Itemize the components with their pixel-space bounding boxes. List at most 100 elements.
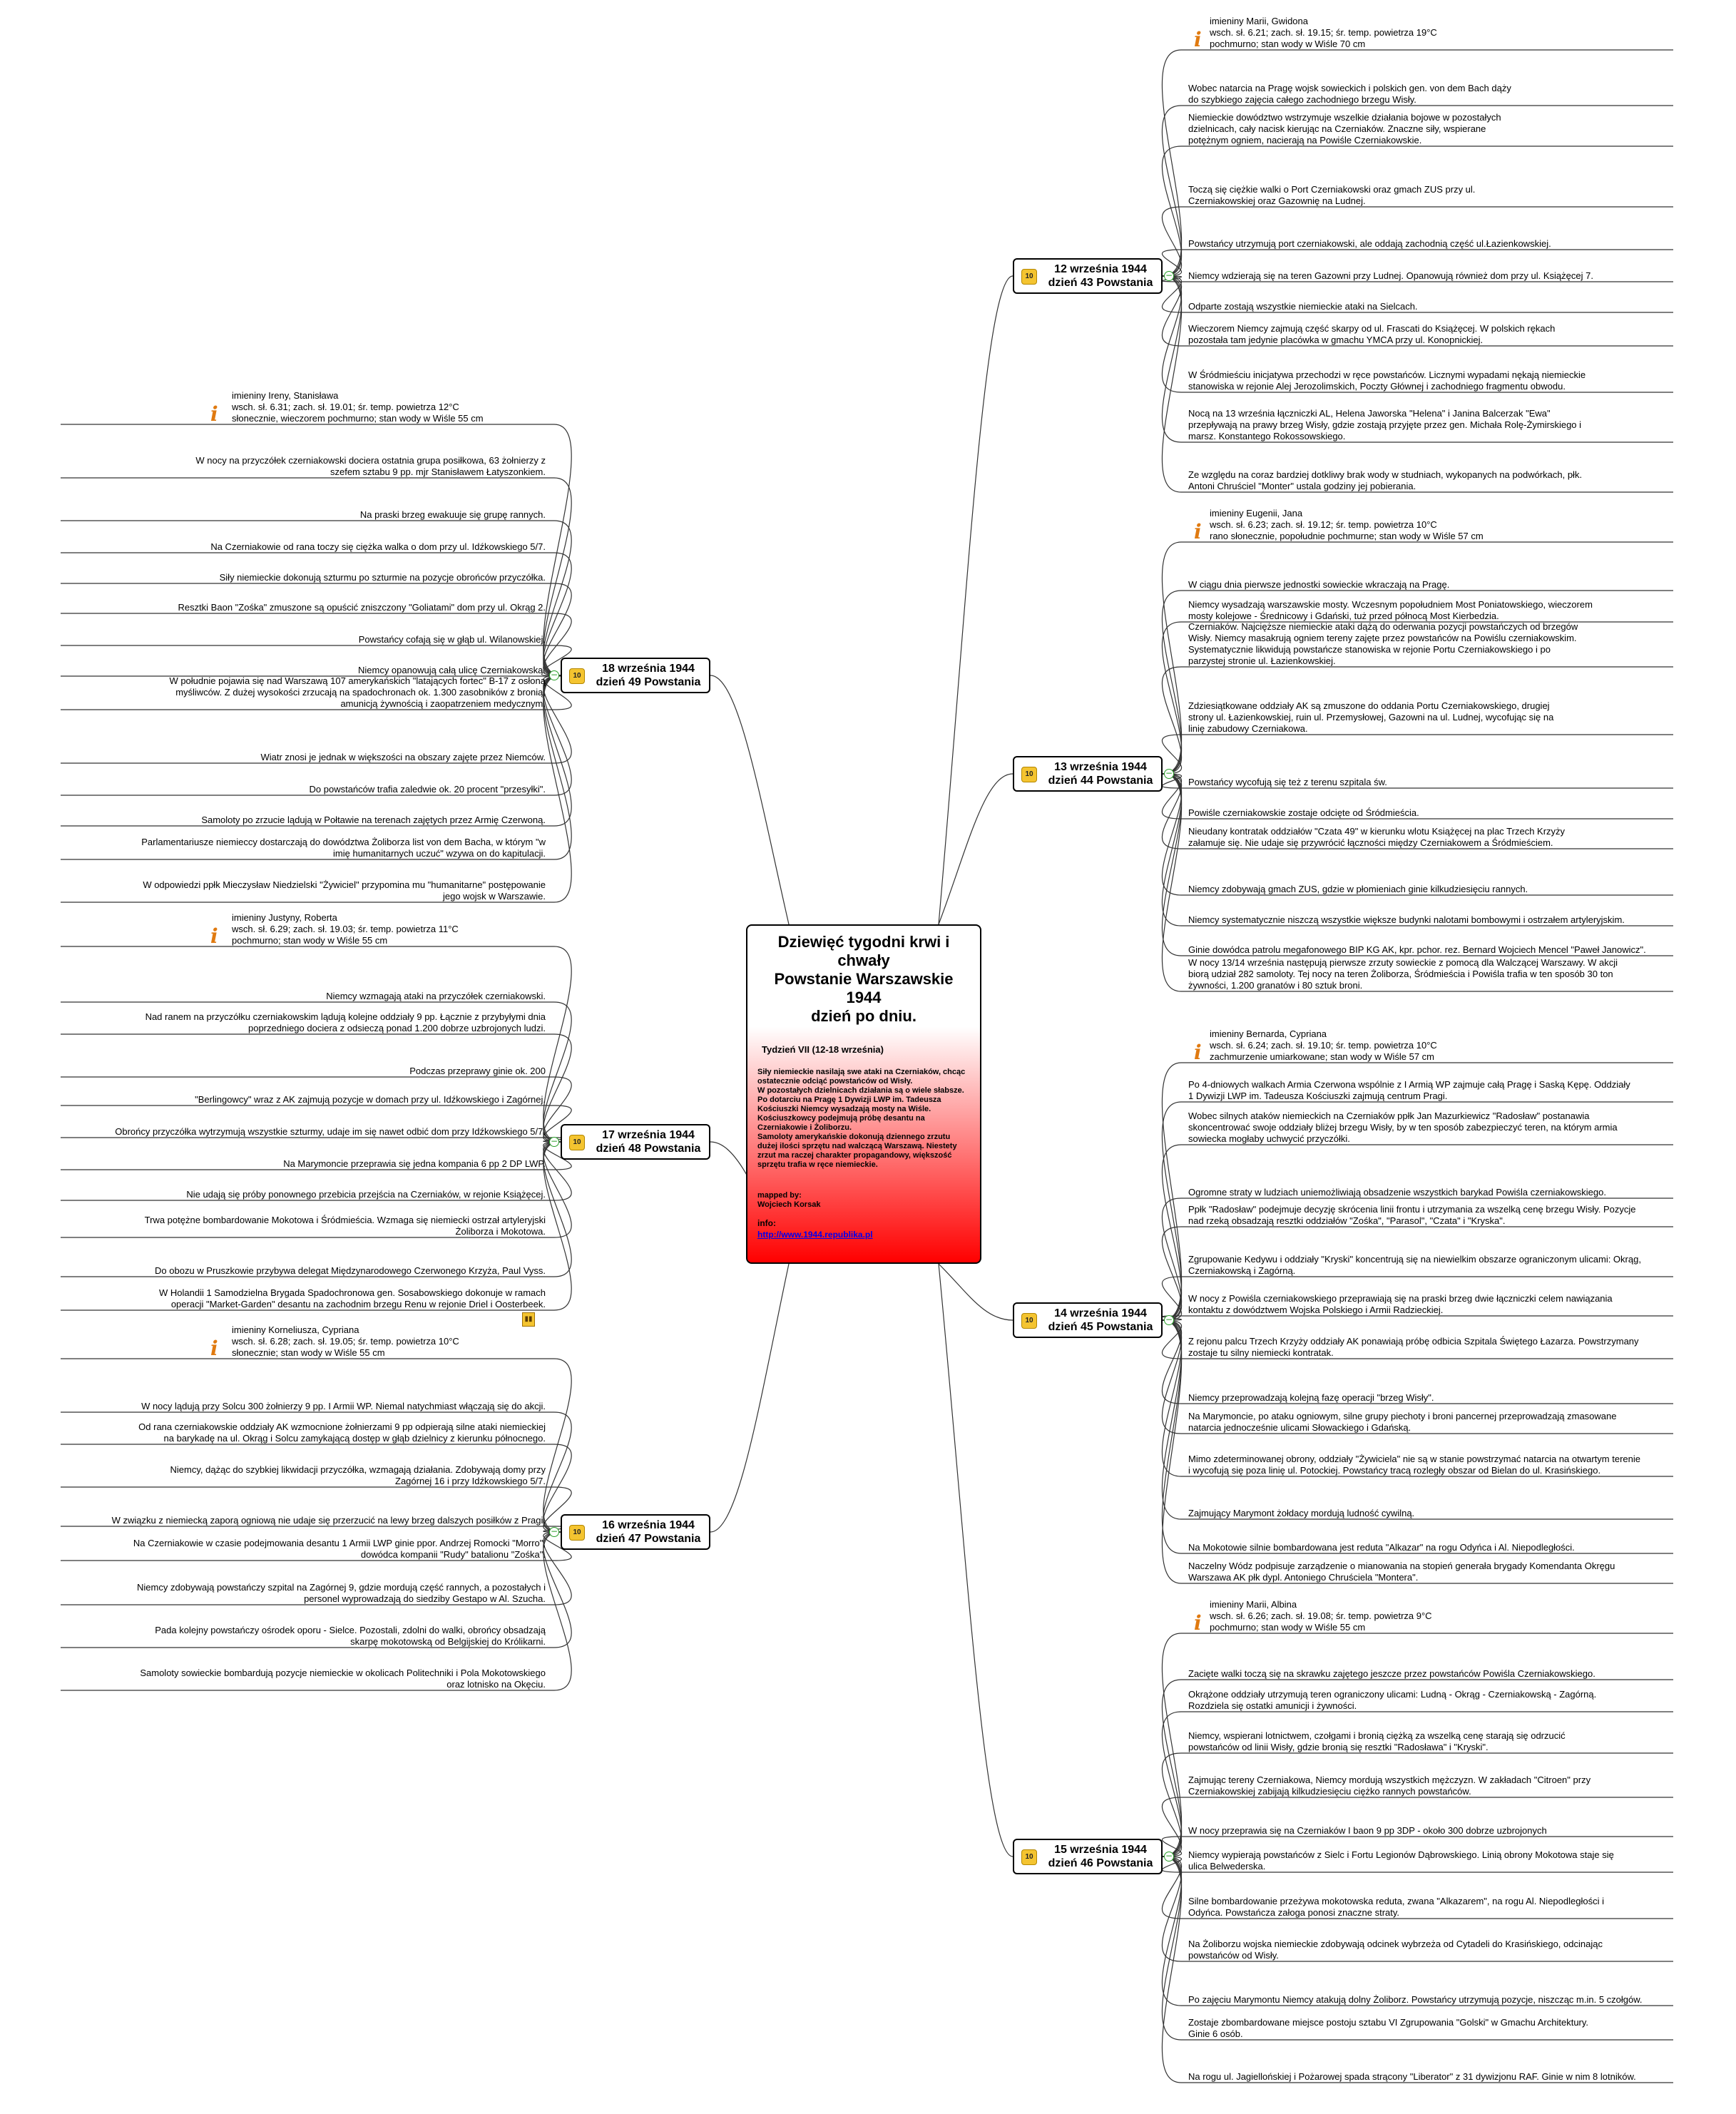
event-node[interactable]: W południe pojawia się nad Warszawą 107 …: [169, 675, 546, 709]
event-node[interactable]: Od rana czerniakowskie oddziały AK wzmoc…: [138, 1421, 546, 1444]
event-node[interactable]: Trwa potężne bombardowanie Mokotowa i Śr…: [144, 1215, 546, 1237]
event-node[interactable]: Czerniaków. Najcięższe niemieckie ataki …: [1188, 621, 1578, 666]
event-node[interactable]: Silne bombardowanie przeżywa mokotowska …: [1188, 1896, 1604, 1918]
event-node[interactable]: Niemcy zdobywają gmach ZUS, gdzie w płom…: [1188, 884, 1528, 894]
event-node[interactable]: W nocy lądują przy Solcu 300 żołnierzy 9…: [141, 1401, 546, 1411]
event-node[interactable]: Powstańcy wycofują się też z terenu szpi…: [1188, 777, 1387, 787]
collapse-icon[interactable]: −: [1164, 1314, 1174, 1325]
event-node[interactable]: Do obozu w Pruszkowie przybywa delegat M…: [155, 1265, 546, 1276]
info-link[interactable]: http://www.1944.republika.pl: [757, 1230, 873, 1240]
event-node[interactable]: Z rejonu palcu Trzech Krzyży oddziały AK…: [1188, 1336, 1639, 1358]
event-node[interactable]: Nieudany kontratak oddziałów "Czata 49" …: [1188, 826, 1566, 848]
event-node[interactable]: Na Mokotowie silnie bombardowana jest re…: [1188, 1542, 1575, 1553]
event-node[interactable]: Niemcy wypierają powstańców z Sielc i Fo…: [1188, 1849, 1614, 1872]
day-info-node[interactable]: imieniny Justyny, Roberta wsch. sł. 6.29…: [232, 912, 459, 946]
event-node[interactable]: Resztki Baon "Zośka" zmuszone są opuścić…: [178, 602, 546, 613]
event-node[interactable]: Samoloty po zrzucie lądują w Połtawie na…: [201, 815, 546, 825]
event-node[interactable]: W odpowiedzi ppłk Mieczysław Niedzielski…: [143, 879, 546, 902]
central-topic[interactable]: Dziewięć tygodni krwi i chwały Powstanie…: [746, 924, 981, 1264]
event-node[interactable]: Niemcy opanowują całą ulicę Czerniakowsk…: [357, 665, 546, 675]
event-node[interactable]: Pada kolejny powstańczy ośrodek oporu - …: [155, 1625, 546, 1647]
collapse-icon[interactable]: −: [549, 1136, 559, 1147]
event-node[interactable]: Zgrupowanie Kedywu i oddziały "Kryski" k…: [1188, 1254, 1641, 1276]
event-node[interactable]: Na rogu ul. Jagiellońskiej i Pożarowej s…: [1188, 2071, 1636, 2082]
event-node[interactable]: Zacięte walki toczą się na skrawku zajęt…: [1188, 1668, 1595, 1679]
event-node[interactable]: Niemcy, dążąc do szybkiej likwidacji prz…: [170, 1464, 546, 1486]
event-node[interactable]: W nocy 13/14 września następują pierwsze…: [1188, 957, 1618, 991]
collapse-icon[interactable]: −: [1164, 768, 1174, 779]
event-node[interactable]: Do powstańców trafia zaledwie ok. 20 pro…: [309, 784, 546, 795]
event-node[interactable]: Zajmujący Marymont żołdacy mordują ludno…: [1188, 1508, 1415, 1518]
event-node[interactable]: W nocy przeprawia się na Czerniaków I ba…: [1188, 1825, 1547, 1836]
event-node[interactable]: Na Marymoncie, po ataku ogniowym, silne …: [1188, 1411, 1617, 1433]
event-node[interactable]: Zostaje zbombardowane miejsce postoju sz…: [1188, 2017, 1589, 2039]
event-node[interactable]: Siły niemieckie dokonują szturmu po sztu…: [219, 572, 546, 583]
event-node[interactable]: Samoloty sowieckie bombardują pozycje ni…: [140, 1668, 546, 1690]
day-info-node[interactable]: imieniny Bernarda, Cypriana wsch. sł. 6.…: [1210, 1028, 1437, 1062]
collapse-icon[interactable]: −: [1164, 1851, 1174, 1862]
event-node[interactable]: Na Czerniakowie od rana toczy się ciężka…: [210, 541, 546, 552]
event-node[interactable]: Wobec silnych ataków niemieckich na Czer…: [1188, 1110, 1618, 1144]
event-node[interactable]: Niemieckie dowództwo wstrzymuje wszelkie…: [1188, 112, 1501, 145]
event-node[interactable]: Niemcy wysadzają warszawskie mosty. Wcze…: [1188, 599, 1593, 621]
event-node[interactable]: Niemcy przeprowadzają kolejną fazę opera…: [1188, 1392, 1434, 1403]
event-node[interactable]: Okrążone oddziały utrzymują teren ograni…: [1188, 1689, 1597, 1711]
event-node[interactable]: Mimo zdeterminowanej obrony, oddziały "Ż…: [1188, 1454, 1640, 1476]
day-info-node[interactable]: imieniny Marii, Albina wsch. sł. 6.26; z…: [1210, 1599, 1432, 1633]
day-info-node[interactable]: imieniny Marii, Gwidona wsch. sł. 6.21; …: [1210, 16, 1437, 49]
event-node[interactable]: Ppłk "Radosław" podejmuje decyzję skróce…: [1188, 1204, 1636, 1226]
event-node[interactable]: Odparte zostają wszystkie niemieckie ata…: [1188, 301, 1418, 312]
event-node[interactable]: Wieczorem Niemcy zajmują część skarpy od…: [1188, 323, 1556, 345]
event-node[interactable]: Toczą się ciężkie walki o Port Czerniako…: [1188, 184, 1476, 206]
event-node[interactable]: "Berlingowcy" wraz z AK zajmują pozycje …: [195, 1094, 546, 1105]
collapse-icon[interactable]: −: [549, 670, 559, 680]
event-node[interactable]: Nie udają się próby ponownego przebicia …: [186, 1189, 546, 1200]
event-node[interactable]: Niemcy zdobywają powstańczy szpital na Z…: [137, 1582, 546, 1604]
attachment-icon[interactable]: ▮▮: [522, 1312, 535, 1327]
event-node[interactable]: Na Żoliborzu wojska niemieckie zdobywają…: [1188, 1939, 1603, 1961]
event-node[interactable]: Powiśle czerniakowskie zostaje odcięte o…: [1188, 807, 1419, 818]
event-node[interactable]: Wobec natarcia na Pragę wojsk sowieckich…: [1188, 83, 1511, 105]
event-node[interactable]: Powstańcy cofają się w głąb ul. Wilanows…: [358, 634, 546, 645]
event-node[interactable]: Naczelny Wódz podpisuje zarządzenie o mi…: [1188, 1561, 1615, 1583]
event-node[interactable]: Ginie dowódca patrolu megafonowego BIP K…: [1188, 944, 1646, 955]
day-info-node[interactable]: imieniny Korneliusza, Cypriana wsch. sł.…: [232, 1324, 459, 1358]
event-node[interactable]: Ogromne straty w ludziach uniemożliwiają…: [1188, 1187, 1606, 1198]
event-node[interactable]: Ze względu na coraz bardziej dotkliwy br…: [1188, 469, 1583, 491]
day-info-node[interactable]: imieniny Eugenii, Jana wsch. sł. 6.23; z…: [1210, 508, 1484, 541]
event-node[interactable]: Parlamentariusze niemieccy dostarczają d…: [141, 837, 546, 859]
event-node[interactable]: Obrońcy przyczółka wytrzymują wszystkie …: [115, 1126, 546, 1137]
event-node[interactable]: Zdziesiątkowane oddziały AK są zmuszone …: [1188, 700, 1554, 734]
event-node[interactable]: Podczas przeprawy ginie ok. 200: [409, 1066, 546, 1076]
event-node[interactable]: W związku z niemiecką zaporą ogniową nie…: [111, 1515, 546, 1526]
event-node[interactable]: W Śródmieściu inicjatywa przechodzi w rę…: [1188, 369, 1586, 392]
event-node[interactable]: Powstańcy utrzymują port czerniakowski, …: [1188, 238, 1551, 249]
event-node[interactable]: Nad ranem na przyczółku czerniakowskim l…: [145, 1011, 546, 1033]
event-node[interactable]: Niemcy, wspierani lotnictwem, czołgami i…: [1188, 1730, 1566, 1752]
event-node[interactable]: Zajmując tereny Czerniakowa, Niemcy mord…: [1188, 1775, 1591, 1797]
event-node[interactable]: Na Czerniakowie w czasie podejmowania de…: [133, 1538, 546, 1560]
event-node[interactable]: W nocy na przyczółek czerniakowski docie…: [195, 455, 546, 477]
event-node[interactable]: Na praski brzeg ewakuuje się grupę ranny…: [359, 509, 546, 520]
event-node[interactable]: Nocą na 13 września łączniczki AL, Helen…: [1188, 408, 1582, 441]
collapse-icon[interactable]: −: [549, 1526, 559, 1537]
event-node[interactable]: Na Marymoncie przeprawia się jedna kompa…: [283, 1158, 546, 1169]
collapse-icon[interactable]: −: [1164, 270, 1174, 281]
event-node[interactable]: W Holandii 1 Samodzielna Brygada Spadoch…: [159, 1287, 546, 1309]
event-node[interactable]: Wiatr znosi je jednak w większości na ob…: [260, 752, 546, 762]
event-node[interactable]: W ciągu dnia pierwsze jednostki sowiecki…: [1188, 579, 1450, 590]
event-node[interactable]: Niemcy wdzierają się na teren Gazowni pr…: [1188, 270, 1593, 281]
day-info-node[interactable]: imieniny Ireny, Stanisława wsch. sł. 6.3…: [232, 390, 484, 424]
event-node[interactable]: Po zajęciu Marymontu Niemcy atakują doln…: [1188, 1994, 1643, 2005]
event-node[interactable]: Niemcy systematycznie niszczą wszystkie …: [1188, 914, 1625, 925]
event-node[interactable]: Po 4-dniowych walkach Armia Czerwona wsp…: [1188, 1079, 1630, 1101]
event-node[interactable]: W nocy z Powiśla czerniakowskiego przepr…: [1188, 1293, 1613, 1315]
event-node[interactable]: Niemcy wzmagają ataki na przyczółek czer…: [326, 991, 546, 1001]
